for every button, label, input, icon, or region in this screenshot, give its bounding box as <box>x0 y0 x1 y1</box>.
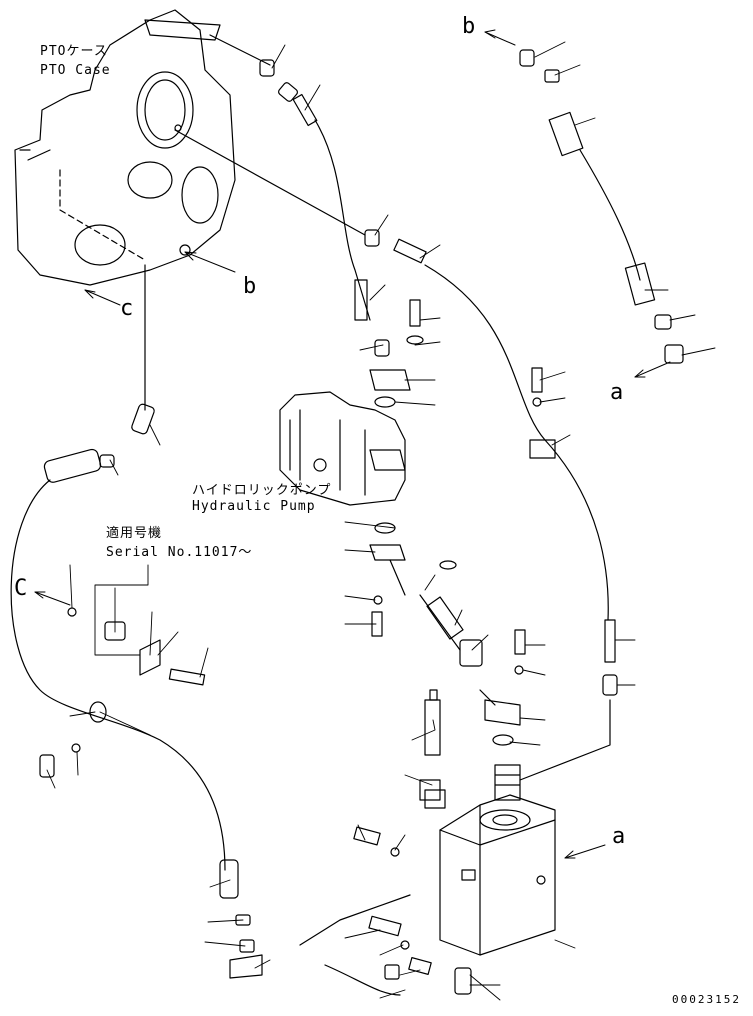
hydraulic-pump-label-jp: ハイドロリックポンプ <box>192 483 332 498</box>
serial-label-jp: 適用号機 <box>106 526 163 541</box>
connection-letter-b-top: b <box>462 14 476 39</box>
hose-lines <box>10 34 641 996</box>
connection-letter-c-left: C <box>14 576 28 601</box>
serial-label-en: Serial No.11017～ <box>106 545 253 560</box>
serial-bracket <box>94 564 149 656</box>
pto-case-label-en: PTO Case <box>40 63 111 78</box>
pto-case <box>14 9 236 286</box>
leader-lines <box>46 41 716 1001</box>
fittings <box>39 49 684 995</box>
pto-case-label-jp: PTOケース <box>40 44 108 59</box>
hydraulic-pump-label-en: Hydraulic Pump <box>192 499 316 514</box>
connection-letter-c-case: c <box>120 296 134 321</box>
hydraulic-tank <box>439 764 556 956</box>
hydraulic-pump <box>279 391 406 506</box>
connection-letter-a-right: a <box>610 380 624 405</box>
drawing-number: 00023152 <box>672 993 741 1006</box>
connection-arrows <box>34 29 671 859</box>
connection-letter-a-tank: a <box>612 824 626 849</box>
connection-letter-b-case: b <box>243 274 257 299</box>
